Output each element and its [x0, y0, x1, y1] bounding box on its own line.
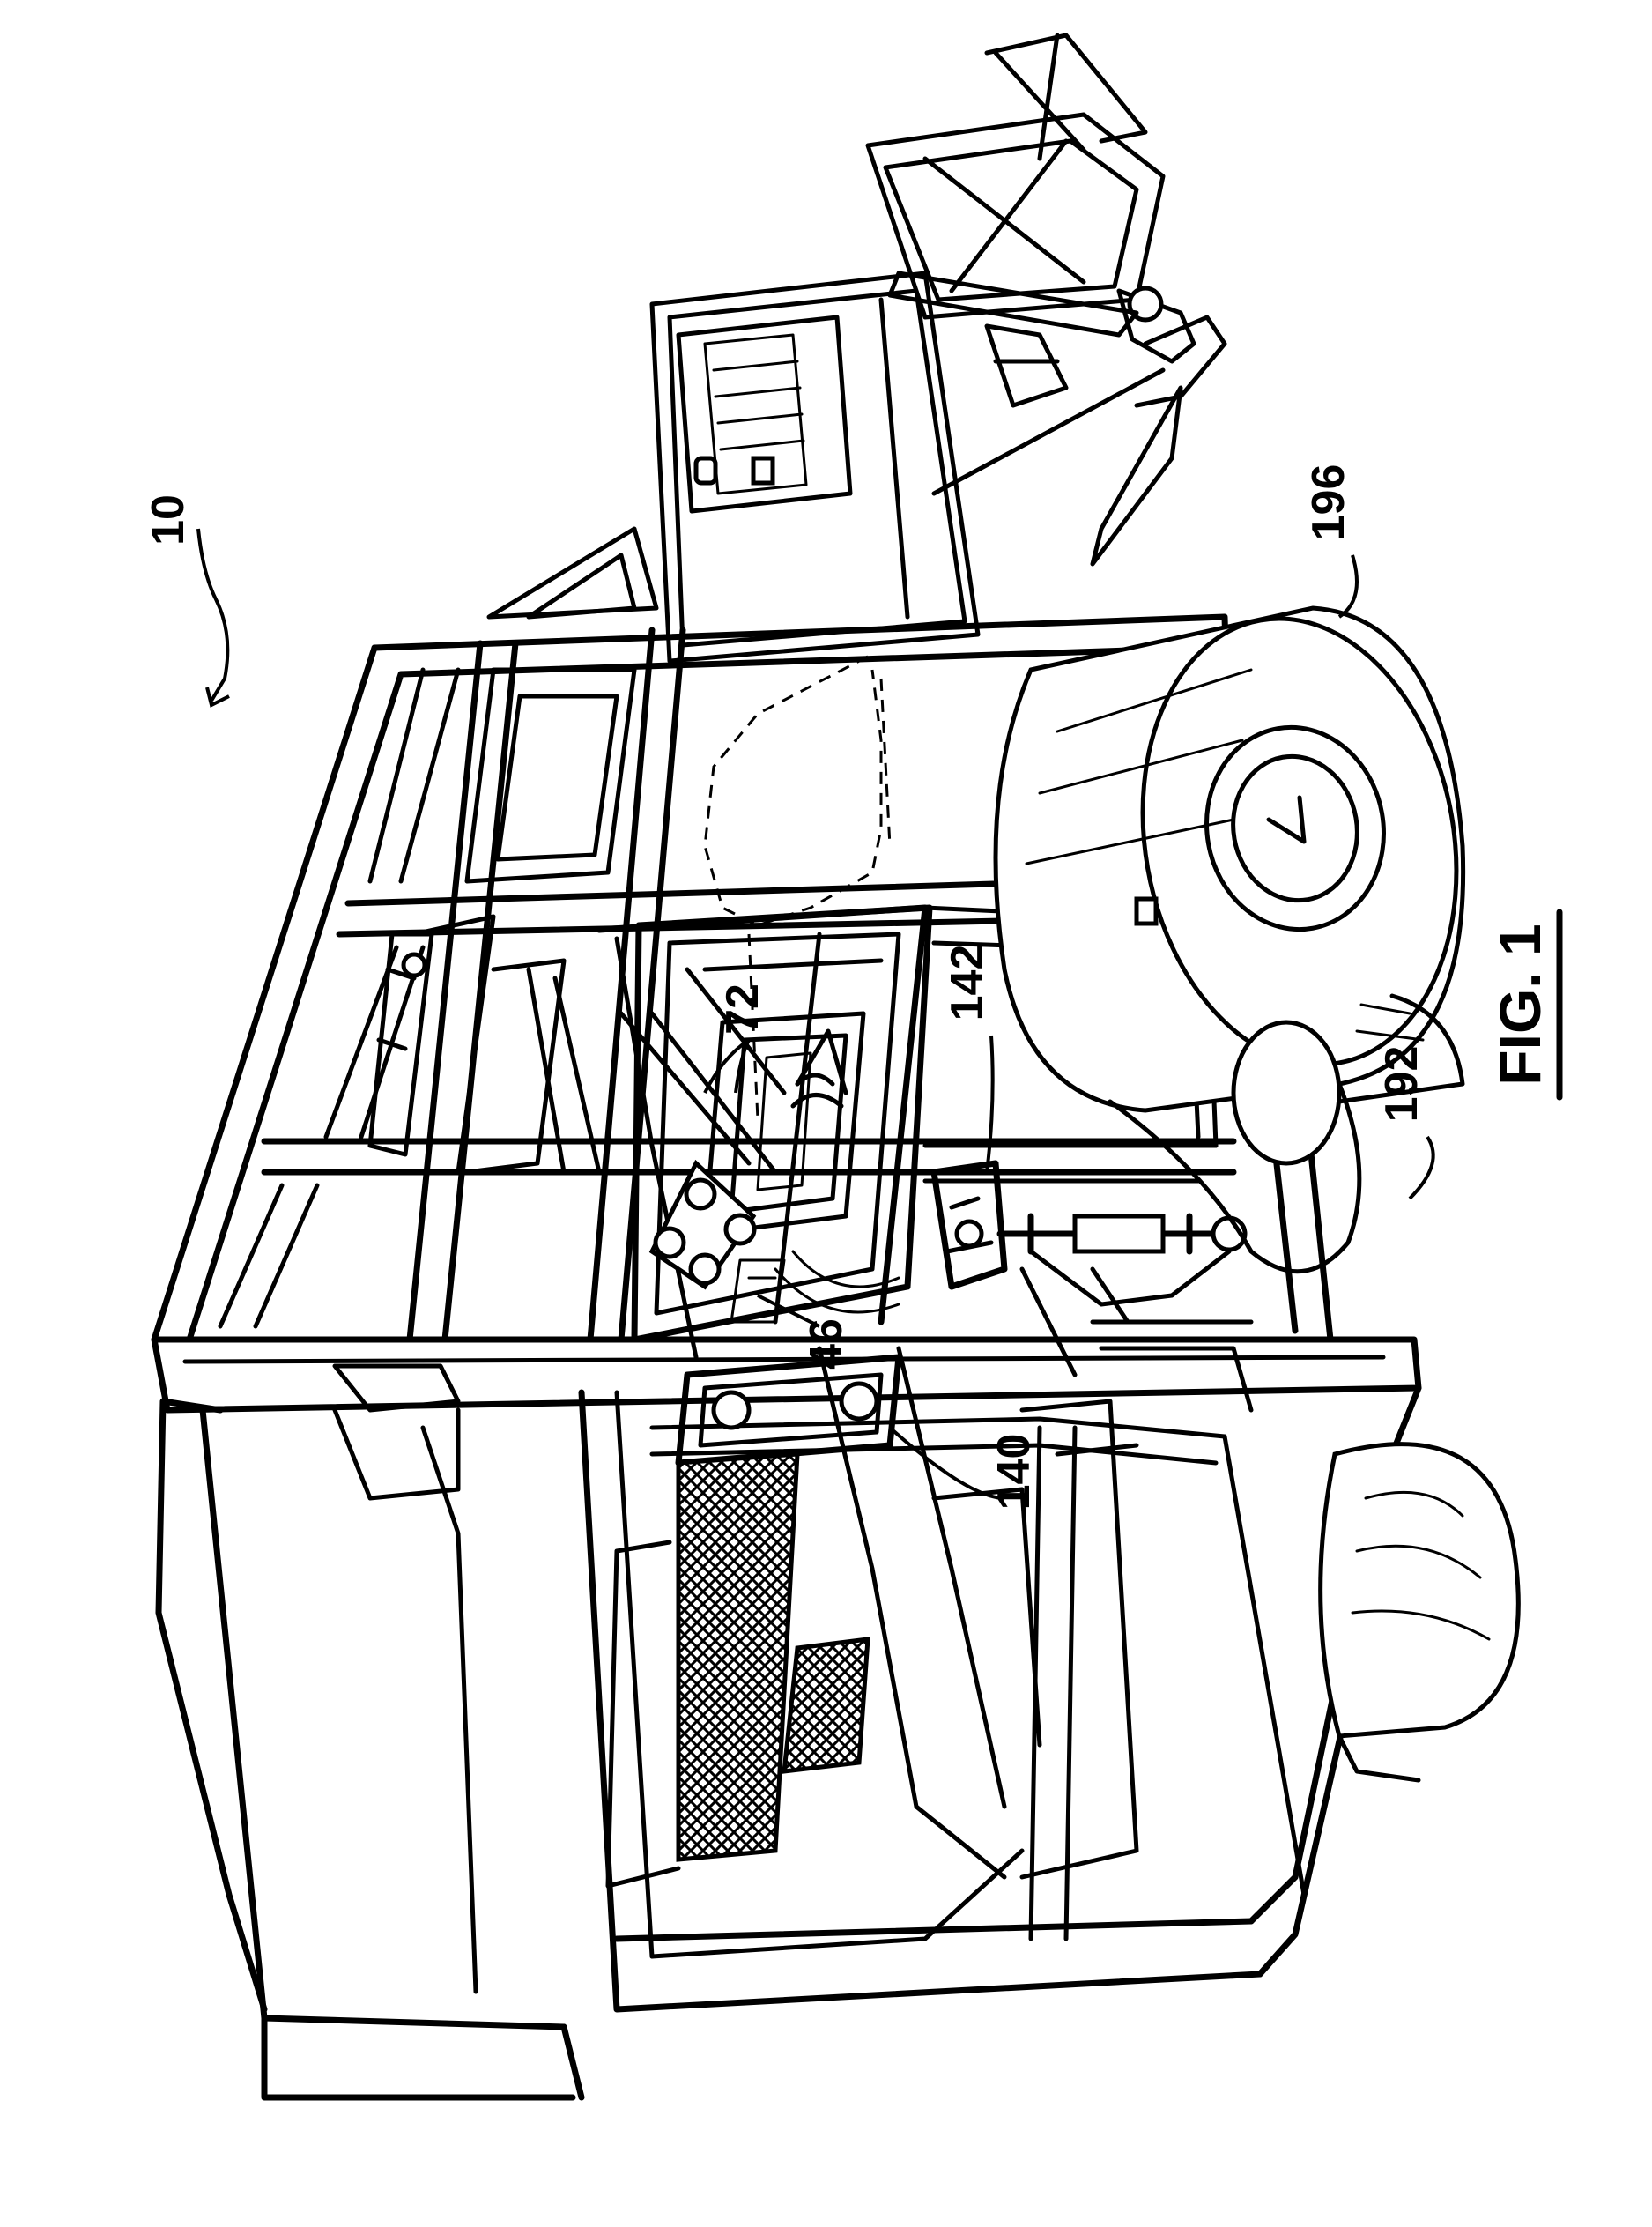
hopper [819, 1348, 1137, 1877]
label-196: 196 [1303, 464, 1354, 541]
leader-10 [198, 529, 227, 701]
rear-compartment [652, 273, 1225, 661]
mesh-roller [608, 1454, 868, 1886]
corner-brace [489, 529, 656, 617]
leader-140 [890, 1428, 1004, 1498]
label-46: 46 [801, 1318, 852, 1370]
belt-path-dashed-inner [749, 679, 890, 1119]
wheel-192 [1321, 1444, 1519, 1780]
figure-caption: FIG. 1 [1487, 924, 1552, 1085]
leader-192 [1410, 1137, 1433, 1199]
label-142: 142 [942, 945, 993, 1021]
label-72: 72 [717, 984, 768, 1035]
leader-142 [987, 1036, 993, 1172]
tow-frame [868, 35, 1194, 361]
label-10: 10 [143, 494, 194, 546]
label-192: 192 [1376, 1046, 1427, 1123]
hydraulic-cylinder [934, 1163, 1245, 1304]
leader-196 [1339, 555, 1357, 617]
